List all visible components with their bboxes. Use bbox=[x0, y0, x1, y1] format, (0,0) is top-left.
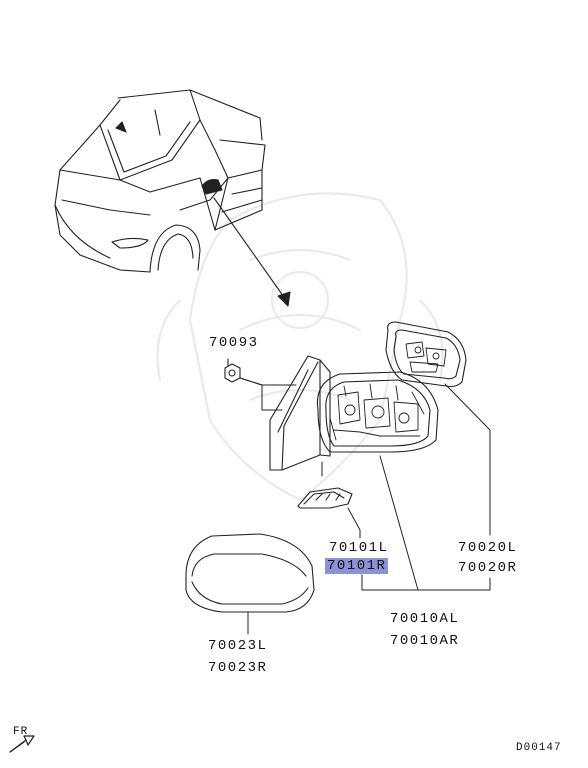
watermark bbox=[156, 192, 444, 501]
part-label-70023r: 70023R bbox=[208, 660, 268, 676]
diagram-code: D00147 bbox=[516, 742, 562, 754]
mirror-cover bbox=[185, 533, 315, 613]
part-label-70020r: 70020R bbox=[458, 560, 518, 576]
nut-70093 bbox=[224, 358, 241, 383]
part-label-70101r-highlighted: 70101R bbox=[325, 558, 389, 574]
mirror-base bbox=[269, 355, 331, 471]
car-outline bbox=[54, 89, 266, 273]
part-label-70010al: 70010AL bbox=[390, 611, 460, 627]
leader-lines bbox=[247, 383, 491, 635]
mirror-glass bbox=[385, 321, 467, 388]
part-label-70023l: 70023L bbox=[208, 638, 268, 654]
front-arrow-icon bbox=[9, 735, 35, 753]
part-label-70020l: 70020L bbox=[458, 540, 518, 556]
nut-leaders bbox=[239, 377, 297, 411]
part-label-70093: 70093 bbox=[209, 335, 259, 351]
part-label-70010ar: 70010AR bbox=[390, 633, 460, 649]
part-label-70101l: 70101L bbox=[329, 540, 389, 556]
mirror-housing bbox=[316, 371, 439, 453]
pointer-arrow bbox=[213, 197, 291, 307]
bracket-70101 bbox=[297, 487, 353, 509]
front-indicator-label: FR bbox=[13, 726, 29, 738]
